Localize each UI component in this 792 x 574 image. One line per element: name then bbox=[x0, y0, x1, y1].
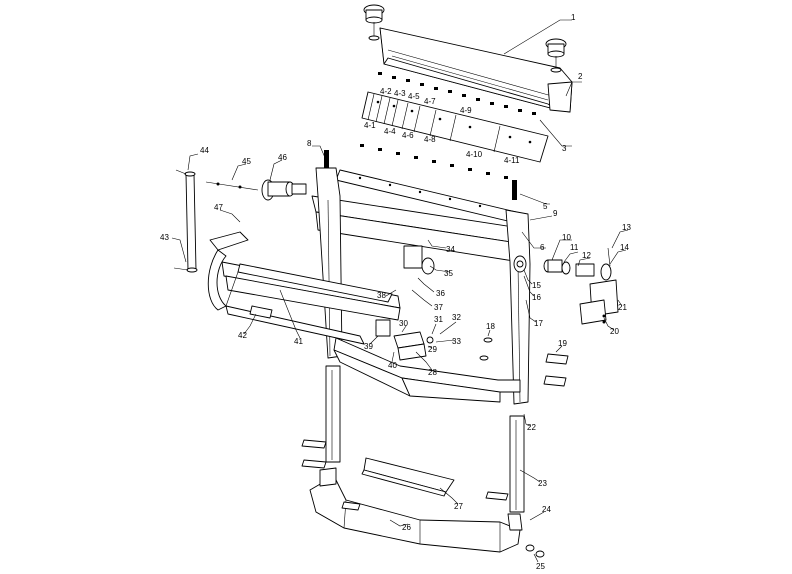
leader-lines bbox=[171, 19, 629, 563]
callout-14: 14 bbox=[620, 243, 629, 252]
callout-4-11: 4-11 bbox=[504, 156, 520, 165]
part-19-pins bbox=[479, 337, 569, 387]
callout-4-5: 4-5 bbox=[408, 92, 420, 101]
part-26-base bbox=[309, 467, 523, 553]
callout-42: 42 bbox=[238, 331, 247, 340]
part-4-finger-segments bbox=[361, 91, 549, 163]
callout-12: 12 bbox=[582, 251, 591, 260]
callout-34: 34 bbox=[446, 245, 455, 254]
callout-22: 22 bbox=[527, 423, 536, 432]
callout-38: 38 bbox=[377, 291, 386, 300]
callout-4-9: 4-9 bbox=[460, 106, 472, 115]
callout-32: 32 bbox=[452, 313, 461, 322]
callout-39: 39 bbox=[364, 342, 373, 351]
callout-4-10: 4-10 bbox=[466, 150, 483, 159]
callout-4-1: 4-1 bbox=[364, 121, 376, 130]
part-1-top-clamp-beam bbox=[363, 4, 573, 113]
part-34-block bbox=[403, 245, 435, 275]
part-27-tray bbox=[361, 457, 455, 497]
callout-17: 17 bbox=[534, 319, 543, 328]
callout-15: 15 bbox=[532, 281, 541, 290]
part-45-pin bbox=[205, 181, 259, 191]
callout-41: 41 bbox=[294, 337, 303, 346]
callout-13: 13 bbox=[622, 223, 631, 232]
part-left-leg bbox=[301, 365, 341, 469]
part-5-nut-row bbox=[360, 144, 508, 179]
callout-46: 46 bbox=[278, 153, 287, 162]
callout-25: 25 bbox=[536, 562, 545, 571]
callout-24: 24 bbox=[542, 505, 551, 514]
callout-45: 45 bbox=[242, 157, 251, 166]
callout-19: 19 bbox=[558, 339, 567, 348]
callout-4-4: 4-4 bbox=[384, 127, 396, 136]
callout-2: 2 bbox=[578, 72, 583, 81]
callout-3: 3 bbox=[562, 144, 567, 153]
callout-40: 40 bbox=[388, 361, 397, 370]
callout-8: 8 bbox=[307, 139, 312, 148]
callout-1: 1 bbox=[571, 13, 576, 22]
callout-30: 30 bbox=[399, 319, 408, 328]
callout-6: 6 bbox=[540, 243, 545, 252]
callout-5: 5 bbox=[543, 202, 548, 211]
callout-21: 21 bbox=[618, 303, 627, 312]
callout-47: 47 bbox=[214, 203, 223, 212]
part-46-roller bbox=[261, 179, 307, 201]
callout-4-2: 4-2 bbox=[380, 87, 392, 96]
callout-26: 26 bbox=[402, 523, 411, 532]
callout-43: 43 bbox=[160, 233, 169, 242]
callout-labels: 1 2 3 4-1 4-2 4-3 4-4 4-5 4-6 4-7 4-8 4-… bbox=[160, 13, 631, 571]
callout-4-6: 4-6 bbox=[402, 131, 414, 140]
part-39-knob bbox=[375, 319, 391, 337]
callout-31: 31 bbox=[434, 315, 443, 324]
callout-10: 10 bbox=[562, 233, 571, 242]
callout-33: 33 bbox=[452, 337, 461, 346]
part-44-strut bbox=[173, 169, 198, 273]
part-bending-arm bbox=[333, 337, 521, 403]
callout-9: 9 bbox=[553, 209, 558, 218]
callout-4-3: 4-3 bbox=[394, 89, 406, 98]
part-3-bolt-row bbox=[378, 72, 536, 115]
callout-4-8: 4-8 bbox=[424, 135, 436, 144]
part-10-12-shaft bbox=[543, 247, 612, 281]
callout-27: 27 bbox=[454, 502, 463, 511]
part-25-caps bbox=[525, 544, 545, 558]
callout-37: 37 bbox=[434, 303, 443, 312]
callout-28: 28 bbox=[428, 368, 437, 377]
part-right-leg bbox=[485, 415, 525, 513]
callout-44: 44 bbox=[200, 146, 209, 155]
callout-36: 36 bbox=[436, 289, 445, 298]
callout-16: 16 bbox=[532, 293, 541, 302]
callout-29: 29 bbox=[428, 345, 437, 354]
part-15-pivot bbox=[513, 255, 527, 273]
part-21-bracket bbox=[579, 279, 619, 325]
callout-11: 11 bbox=[570, 243, 579, 252]
callout-18: 18 bbox=[486, 322, 495, 331]
callout-20: 20 bbox=[610, 327, 619, 336]
callout-4-7: 4-7 bbox=[424, 97, 436, 106]
callout-35: 35 bbox=[444, 269, 453, 278]
spring-left bbox=[324, 150, 329, 170]
callout-23: 23 bbox=[538, 479, 547, 488]
spring-right bbox=[512, 180, 517, 200]
part-30-hinge-block bbox=[393, 331, 434, 361]
